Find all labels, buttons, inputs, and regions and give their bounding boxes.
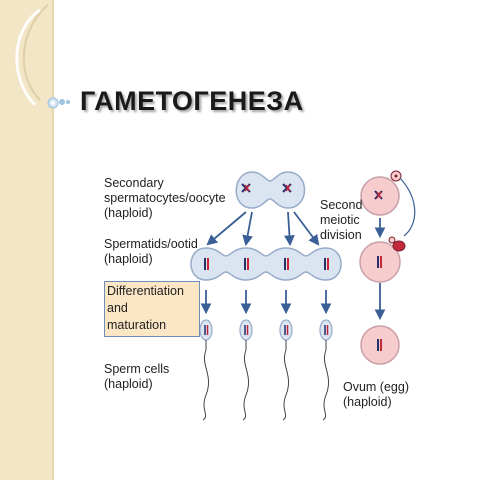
label-secondary: Secondary spermatocytes/oocyte (haploid) xyxy=(104,176,226,221)
label-second-division: Second meiotic division xyxy=(320,198,362,243)
label-secondary-line1: Secondary xyxy=(104,176,164,190)
label-ovum-line1: Ovum (egg) xyxy=(343,380,409,394)
differentiation-box: Differentiation and maturation xyxy=(104,281,200,337)
label-diff-line3: maturation xyxy=(107,318,167,332)
label-second-line3: division xyxy=(320,228,362,242)
sperm-cell xyxy=(239,319,253,421)
decorative-swirl xyxy=(15,4,70,109)
label-ovum-line2: (haploid) xyxy=(343,395,392,409)
label-spermatids-line2: (haploid) xyxy=(104,252,153,266)
secondary-oocyte-cell xyxy=(360,170,402,216)
label-secondary-line3: (haploid) xyxy=(104,206,153,220)
label-spermatids-line1: Spermatids/ootid xyxy=(104,237,198,251)
secondary-spermatocytes-cell xyxy=(235,171,306,209)
label-diff-line2: and xyxy=(107,301,128,315)
arrows-to-sperm xyxy=(200,290,332,315)
sperm-cells xyxy=(199,319,333,421)
label-spermatids: Spermatids/ootid (haploid) xyxy=(104,237,198,267)
label-diff-line1: Differentiation xyxy=(107,284,184,298)
label-secondary-line2: spermatocytes/oocyte xyxy=(104,191,226,205)
sperm-cell xyxy=(199,319,213,421)
second-division-arrows xyxy=(374,177,416,321)
decorative-sidebar xyxy=(0,0,52,480)
arrows-to-spermatids xyxy=(206,211,320,247)
spermatids-chain xyxy=(190,247,342,281)
sperm-cell xyxy=(319,319,333,421)
label-ovum: Ovum (egg) (haploid) xyxy=(343,380,409,410)
label-second-line1: Second xyxy=(320,198,363,212)
ootid-cell xyxy=(359,236,406,283)
label-sperm-line1: Sperm cells xyxy=(104,362,170,376)
label-sperm-line2: (haploid) xyxy=(104,377,153,391)
label-second-line2: meiotic xyxy=(320,213,360,227)
ovum-cell xyxy=(360,325,400,365)
sidebar-border xyxy=(52,0,54,480)
label-sperm: Sperm cells (haploid) xyxy=(104,362,169,392)
slide-title: ГАМЕТОГЕНЕЗА xyxy=(80,86,304,116)
sperm-cell xyxy=(279,319,293,421)
